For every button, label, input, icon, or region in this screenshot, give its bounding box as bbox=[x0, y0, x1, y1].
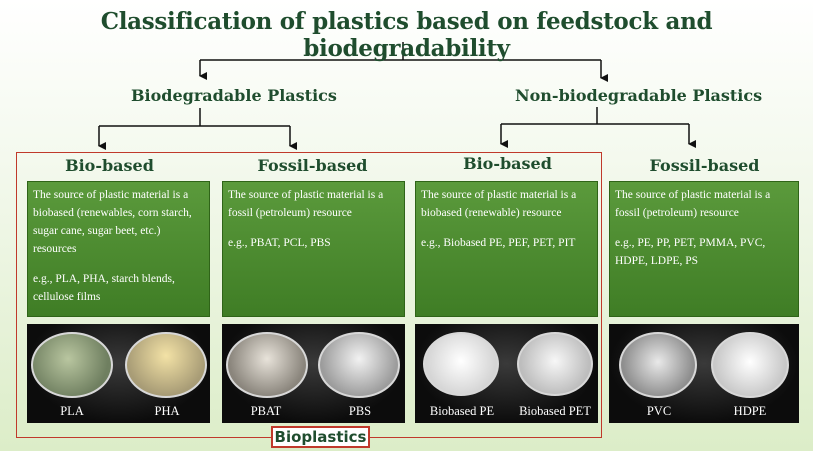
col4-description: The source of plastic material is a foss… bbox=[615, 189, 771, 219]
pbat-sample-image bbox=[226, 332, 308, 398]
diagram-title: Classification of plastics based on feed… bbox=[100, 8, 713, 62]
biobased-pet-sample-image bbox=[517, 332, 593, 396]
col1-card: The source of plastic material is a biob… bbox=[27, 181, 210, 317]
photo-label-pla: PLA bbox=[60, 404, 84, 418]
col1-description: The source of plastic material is a biob… bbox=[33, 189, 192, 255]
col3-card: The source of plastic material is a biob… bbox=[415, 181, 598, 317]
col3-examples: e.g., Biobased PE, PEF, PET, PIT bbox=[421, 237, 576, 249]
pvc-sample-image bbox=[619, 332, 697, 398]
col2-heading: Fossil-based bbox=[257, 156, 368, 175]
group-biodegradable: Biodegradable Plastics bbox=[131, 86, 337, 105]
pla-sample-image bbox=[31, 332, 113, 398]
col1-photo: PLA PHA bbox=[27, 324, 210, 423]
col2-examples: e.g., PBAT, PCL, PBS bbox=[228, 237, 331, 249]
photo-label-biobased-pe: Biobased PE bbox=[429, 404, 495, 418]
photo-label-pvc: PVC bbox=[646, 404, 672, 418]
col3-photo: Biobased PE Biobased PET bbox=[415, 324, 598, 423]
col1-heading: Bio-based bbox=[65, 156, 154, 175]
hdpe-sample-image bbox=[711, 332, 789, 398]
photo-label-pbat: PBAT bbox=[250, 404, 282, 418]
col2-description: The source of plastic material is a foss… bbox=[228, 189, 384, 219]
col2-photo: PBAT PBS bbox=[222, 324, 405, 423]
col4-examples: e.g., PE, PP, PET, PMMA, PVC, HDPE, LDPE… bbox=[615, 237, 766, 267]
col4-card: The source of plastic material is a foss… bbox=[609, 181, 799, 317]
col1-examples: e.g., PLA, PHA, starch blends, cellulose… bbox=[33, 273, 175, 303]
col4-photo: PVC HDPE bbox=[609, 324, 799, 423]
col4-heading: Fossil-based bbox=[649, 156, 760, 175]
pha-sample-image bbox=[125, 332, 207, 398]
col3-description: The source of plastic material is a biob… bbox=[421, 189, 577, 219]
col2-card: The source of plastic material is a foss… bbox=[222, 181, 405, 317]
pbs-sample-image bbox=[318, 332, 400, 398]
photo-label-pha: PHA bbox=[154, 404, 180, 418]
biobased-pe-sample-image bbox=[423, 332, 499, 396]
photo-label-biobased-pet: Biobased PET bbox=[519, 404, 591, 418]
bioplastics-label: Bioplastics bbox=[271, 426, 370, 448]
group-non-biodegradable: Non-biodegradable Plastics bbox=[515, 86, 763, 105]
photo-label-hdpe: HDPE bbox=[733, 404, 767, 418]
col3-heading: Bio-based bbox=[463, 154, 552, 173]
photo-label-pbs: PBS bbox=[348, 404, 372, 418]
